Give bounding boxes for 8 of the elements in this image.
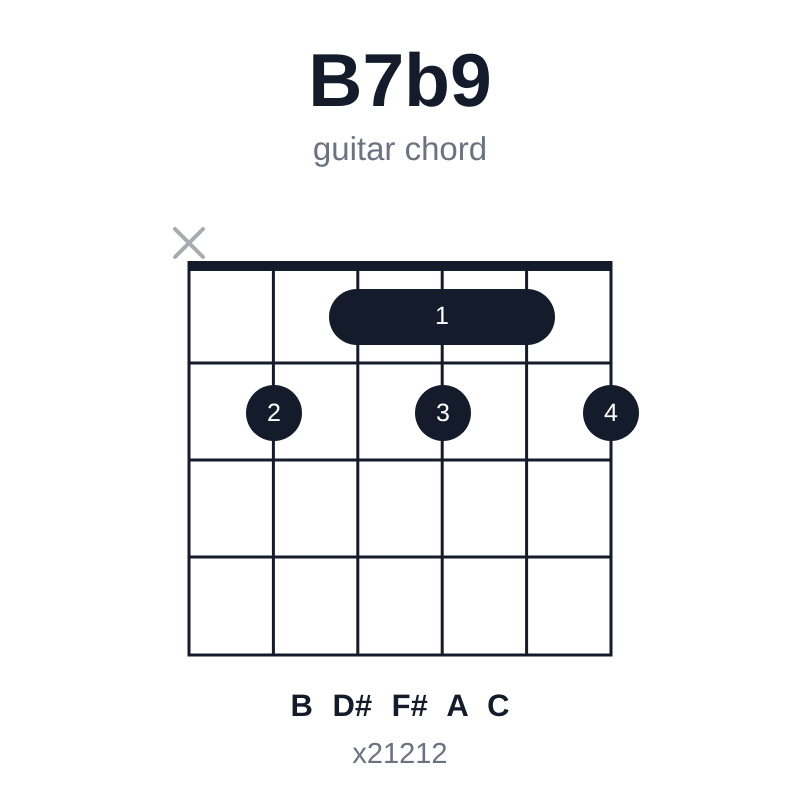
finger-number: 1	[435, 304, 449, 329]
finger-number: 3	[436, 400, 450, 426]
fingering-code: x21212	[352, 740, 448, 769]
chord-subtitle: guitar chord	[312, 132, 488, 165]
finger-number: 4	[604, 400, 618, 426]
finger-number: 2	[267, 400, 281, 426]
chord-notes: B D# F# A C	[290, 690, 510, 721]
chord-title: B7b9	[308, 43, 492, 118]
